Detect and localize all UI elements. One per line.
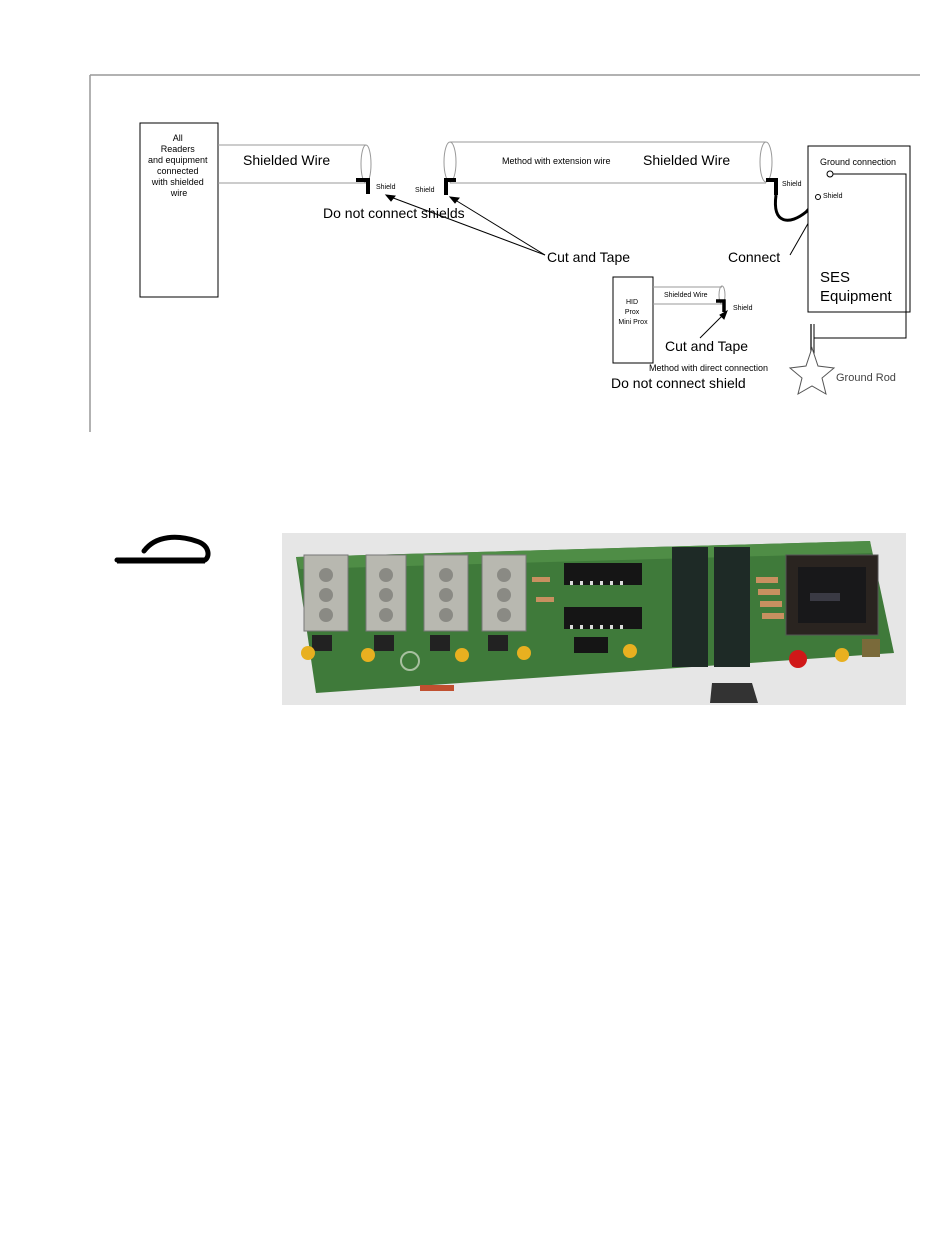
shield-label-3: Shield <box>782 181 802 188</box>
left-shielded-cable <box>218 144 372 194</box>
connect-label: Connect <box>728 249 780 265</box>
readers-box-label: All Readers and equipment connected with… <box>148 133 210 198</box>
shielded-wire-left-label: Shielded Wire <box>243 152 330 168</box>
circuit-board-photo <box>282 533 906 705</box>
do-not-connect-shields-label: Do not connect shields <box>323 205 465 221</box>
cut-and-tape-label-2: Cut and Tape <box>665 338 748 354</box>
hid-prox-label: HID Prox Mini Prox <box>618 299 648 326</box>
ground-rod-icon <box>788 346 836 396</box>
shield-label-2: Shield <box>415 187 435 194</box>
shield-wiring-diagram: All Readers and equipment connected with… <box>89 74 920 432</box>
ses-equipment-label: SES Equipment <box>820 269 893 305</box>
shield-label-1: Shield <box>376 184 396 191</box>
shield-terminal <box>815 194 821 200</box>
ground-connection-terminal <box>826 170 834 178</box>
direct-method-note: Method with direct connection <box>649 363 768 373</box>
capacitors <box>301 644 849 662</box>
hid-prox-box <box>612 276 654 364</box>
ground-rod-label: Ground Rod <box>836 372 896 384</box>
shield-label-5: Shield <box>733 305 753 312</box>
readers-box <box>139 122 219 298</box>
ground-connection-label: Ground connection <box>820 157 896 167</box>
ic-chips <box>564 547 750 667</box>
do-not-connect-shield-label: Do not connect shield <box>611 375 746 391</box>
extension-shielded-cable <box>443 141 778 195</box>
ground-wire <box>814 173 907 339</box>
red-led <box>789 650 807 668</box>
hand-note-icon <box>114 534 211 564</box>
cut-and-tape-label-1: Cut and Tape <box>547 249 630 265</box>
extension-method-note: Method with extension wire <box>502 156 611 166</box>
shield-label-4: Shield <box>823 193 843 200</box>
shielded-wire-right-label: Shielded Wire <box>643 152 730 168</box>
shielded-wire-small-label: Shielded Wire <box>664 292 708 299</box>
direct-shielded-cable <box>653 285 726 312</box>
terminal-blocks <box>303 554 527 632</box>
